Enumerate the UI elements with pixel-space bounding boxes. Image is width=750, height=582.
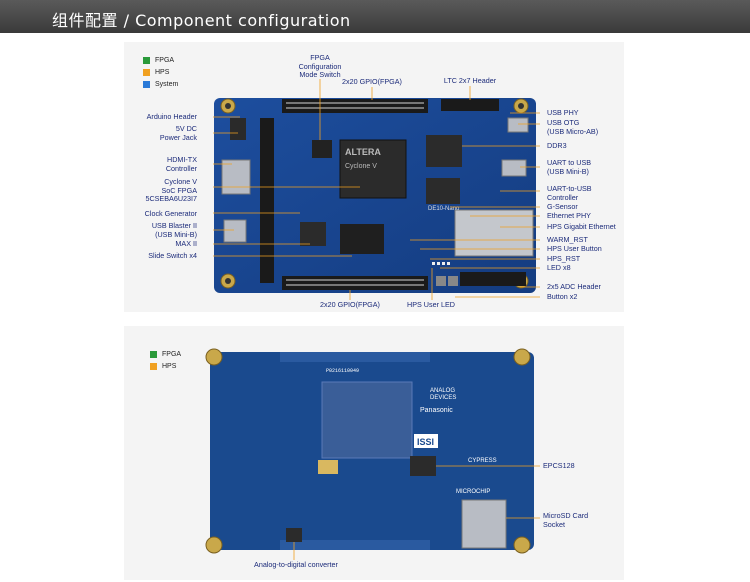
label-max-ii: MAX II: [175, 239, 197, 248]
panasonic-marking: Panasonic: [420, 407, 453, 414]
label-ltc-header: LTC 2x7 Header: [443, 76, 497, 85]
max-ii-chip: [300, 222, 326, 246]
power-jack: [230, 118, 246, 140]
label-warm-rst: WARM_RST: [547, 235, 588, 244]
header-pins-top: [280, 352, 430, 362]
system-swatch: [143, 80, 150, 88]
label-power-jack: 5V DC Power Jack: [159, 124, 197, 142]
button: [448, 276, 458, 286]
de10-marking: DE10-Nano: [428, 206, 460, 212]
cypress-marking: CYPRESS: [468, 458, 497, 464]
serial-marking: P0216110049: [326, 368, 359, 374]
ddr3-chip: [426, 135, 462, 167]
label-usb-otg: USB OTG (USB Micro-AB): [547, 118, 599, 136]
label-uart-to-usb: UART to USB (USB Mini-B): [547, 158, 592, 176]
label-hps-user-led: HPS User LED: [407, 300, 455, 309]
label-microsd: MicroSD Card Socket: [543, 511, 589, 529]
hps-swatch: [143, 68, 150, 76]
fpga-swatch: [150, 350, 157, 358]
label-uart-controller: UART-to-USB Controller: [547, 184, 592, 202]
legend-label: System: [155, 80, 179, 88]
label-ddr3: DDR3: [547, 141, 567, 150]
legend-item-system: System: [143, 78, 178, 90]
label-cyclone-v: Cyclone V SoC FPGA 5CSEBA6U23I7: [145, 177, 197, 203]
legend-label: HPS: [155, 68, 170, 76]
page-title: 组件配置 / Component configuration: [52, 11, 351, 30]
altera-marking: ALTERA: [345, 147, 381, 157]
ethernet-jack: [454, 209, 534, 257]
label-adc: Analog-to-digital converter: [254, 560, 338, 569]
standoff: [513, 536, 531, 554]
legend-label: FPGA: [155, 56, 175, 64]
usb-otg-connector: [507, 117, 529, 133]
cyclone-v-chip: [339, 139, 407, 199]
standoff: [205, 536, 223, 554]
arduino-header: [260, 118, 274, 283]
label-hps-rst: HPS_RST: [547, 254, 581, 263]
adc-header: [460, 272, 526, 286]
hdmi-connector: [221, 159, 251, 195]
ltc-header: [441, 99, 499, 111]
marking-pad: [318, 460, 338, 474]
label-button-x2: Button x2: [547, 292, 578, 301]
label-hps-gigabit: HPS Gigabit Ethernet: [547, 222, 616, 231]
standoff: [205, 348, 223, 366]
label-epcs128: EPCS128: [543, 461, 575, 470]
button: [436, 276, 446, 286]
slide-switches: [340, 224, 384, 254]
microchip-marking: MICROCHIP: [456, 489, 490, 495]
label-slide-switch: Slide Switch x4: [148, 251, 197, 260]
standoff: [513, 348, 531, 366]
label-hdmi-tx: HDMI-TX Controller: [165, 155, 197, 173]
ddr3-chip-2: [426, 178, 460, 204]
label-g-sensor: G-Sensor: [547, 202, 578, 211]
hps-swatch: [150, 362, 157, 370]
bga-footprint: [321, 381, 413, 459]
bottom-legend: FPGA HPS: [150, 348, 181, 372]
label-usb-blaster: USB Blaster II (USB Mini-B): [151, 221, 197, 239]
label-ethernet-phy: Ethernet PHY: [547, 211, 591, 220]
header-pins-bottom: [280, 540, 430, 550]
top-legend: FPGA HPS System: [143, 54, 178, 90]
microsd-socket: [461, 499, 507, 549]
epcs128-chip: [410, 456, 436, 476]
label-gpio-top: 2x20 GPIO(FPGA): [342, 77, 402, 86]
label-fpga-config-switch: FPGA Configuration Mode Switch: [298, 53, 342, 79]
adc-chip: [286, 528, 302, 542]
fpga-swatch: [143, 56, 150, 64]
legend-item-hps: HPS: [150, 360, 181, 372]
label-adc-header: 2x5 ADC Header: [547, 282, 601, 291]
label-clock-generator: Clock Generator: [144, 209, 197, 218]
legend-label: FPGA: [162, 350, 182, 358]
usb-blaster-connector: [223, 219, 247, 243]
legend-item-fpga: FPGA: [143, 54, 178, 66]
legend-label: HPS: [162, 362, 177, 370]
issi-logo-bg: [414, 434, 438, 448]
page-header: 组件配置 / Component configuration: [0, 0, 750, 33]
label-hps-user-button: HPS User Button: [547, 244, 602, 253]
config-switch: [312, 140, 332, 158]
label-gpio-bottom: 2x20 GPIO(FPGA): [320, 300, 380, 309]
label-led-x8: LED x8: [547, 263, 571, 272]
label-usb-phy: USB PHY: [547, 108, 579, 117]
uart-usb-connector: [501, 159, 527, 177]
legend-item-hps: HPS: [143, 66, 178, 78]
cyclone-marking: Cyclone V: [345, 163, 377, 170]
legend-item-fpga: FPGA: [150, 348, 181, 360]
label-arduino-header: Arduino Header: [146, 112, 197, 121]
issi-marking: ISSI: [417, 437, 434, 447]
